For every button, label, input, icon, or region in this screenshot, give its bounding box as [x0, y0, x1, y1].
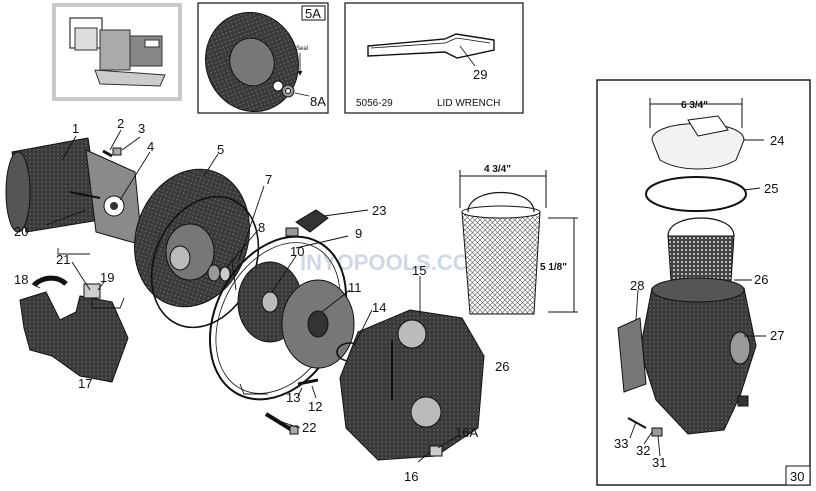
screw-parts — [102, 147, 122, 158]
lid-width-dim: 6 3/4" — [681, 100, 708, 111]
callout-16: 16 — [404, 469, 418, 484]
basket-part-label: 26 — [495, 359, 509, 374]
callout-31: 31 — [652, 455, 666, 470]
callout-22: 22 — [302, 420, 316, 435]
callout-18: 18 — [14, 272, 28, 287]
callout-labels: 1 2 3 4 5 7 8 9 10 11 12 13 14 15 16 16A… — [14, 116, 784, 484]
inset-strainer — [596, 79, 811, 486]
callout-12: 12 — [308, 399, 322, 414]
callout-1: 1 — [72, 121, 79, 136]
inset-tag-5a: 5A — [305, 6, 321, 21]
seal-note: Seal — [296, 46, 308, 52]
callout-24: 24 — [770, 133, 784, 148]
callout-10: 10 — [290, 244, 304, 259]
callout-17: 17 — [78, 376, 92, 391]
pump-thumbnail — [52, 3, 182, 101]
watermark-text: INYOPOOLS.COM — [300, 250, 488, 275]
callout-11: 11 — [348, 280, 362, 295]
callout-7: 7 — [265, 172, 272, 187]
leader-lines — [31, 129, 766, 463]
callout-19: 19 — [100, 270, 114, 285]
inset-lid-wrench: 29 5056-29 LID WRENCH — [344, 2, 524, 114]
callout-2: 2 — [117, 116, 124, 131]
motor-base — [19, 275, 129, 383]
lid-wrench-part-no: 5056-29 — [356, 98, 393, 109]
callout-3: 3 — [138, 121, 145, 136]
lid-wrench-title: LID WRENCH — [437, 98, 500, 109]
callout-5: 5 — [217, 142, 224, 157]
basket-height-dim: 5 1/8" — [540, 262, 567, 273]
callout-29: 29 — [473, 67, 487, 82]
drain-plug — [285, 209, 329, 237]
basket-drawing — [459, 170, 578, 315]
callout-14: 14 — [372, 300, 386, 315]
callout-21: 21 — [56, 252, 70, 267]
motor-assembly — [5, 137, 143, 246]
strainer-page-no: 30 — [790, 469, 804, 484]
callout-28: 28 — [630, 278, 644, 293]
callout-25: 25 — [764, 181, 778, 196]
callout-9: 9 — [355, 226, 362, 241]
inset-diffuser-seal: 5A Seal 8A — [197, 2, 329, 114]
bolts — [264, 378, 443, 457]
pump-housing — [339, 309, 485, 461]
callout-16a: 16A — [455, 425, 478, 440]
callout-13: 13 — [286, 390, 300, 405]
diffuser — [281, 279, 355, 369]
callout-8: 8 — [258, 220, 265, 235]
callout-4: 4 — [147, 139, 154, 154]
callout-8a: 8A — [310, 94, 326, 109]
callout-20: 20 — [14, 224, 28, 239]
callout-27: 27 — [770, 328, 784, 343]
callout-33: 33 — [614, 436, 628, 451]
callout-23: 23 — [372, 203, 386, 218]
callout-32: 32 — [636, 443, 650, 458]
basket-width-dim: 4 3/4" — [484, 164, 511, 175]
shaft-seal — [207, 264, 231, 282]
callout-15: 15 — [412, 263, 426, 278]
callout-26: 26 — [754, 272, 768, 287]
